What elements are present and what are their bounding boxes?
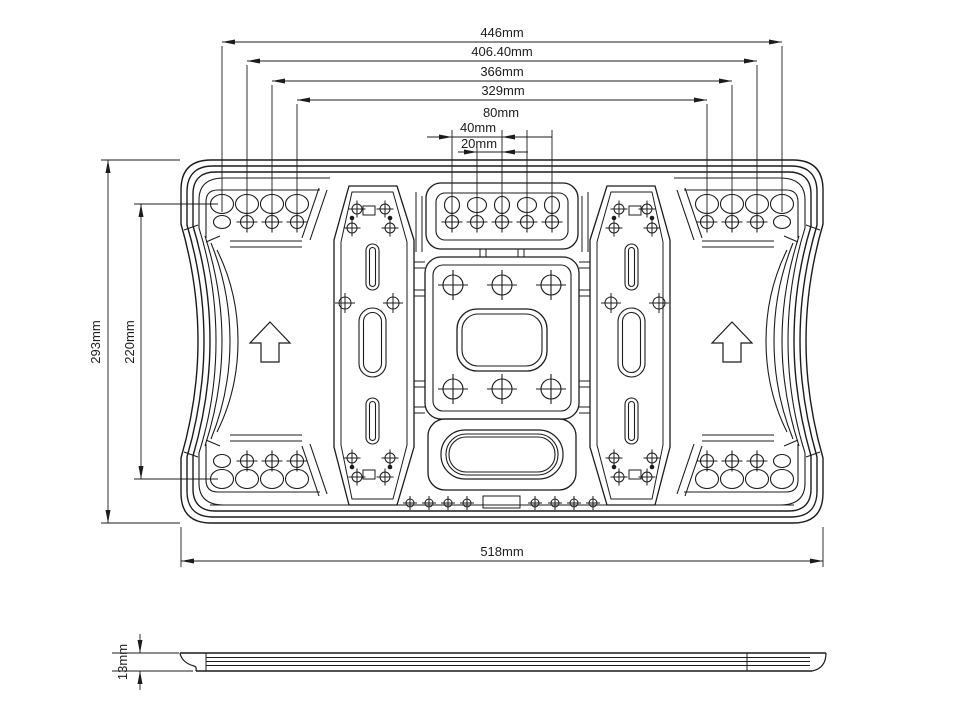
dim-top-406 xyxy=(247,58,757,64)
plate-connectors xyxy=(414,261,590,414)
right-strut-slots xyxy=(617,243,646,445)
up-arrow-symbol-left xyxy=(248,321,292,363)
bracket-front-view xyxy=(180,159,824,524)
right-strut-bottom-cluster xyxy=(605,449,661,486)
dim-label-366: 366mm xyxy=(480,64,523,79)
handle-opening xyxy=(440,429,564,480)
dim-label-220: 220mm xyxy=(122,320,137,363)
dimension-annotations: 446mm 406.40mm 366mm 329mm 80mm 40mm 20m… xyxy=(88,25,824,690)
dim-label-329: 329mm xyxy=(481,83,524,98)
dim-label-446: 446mm xyxy=(480,25,523,40)
dim-top-40 xyxy=(427,134,552,140)
wing-flange-curves xyxy=(183,177,821,506)
dim-side-13 xyxy=(137,634,143,690)
left-strut-top-cluster xyxy=(343,200,399,237)
dim-left-220 xyxy=(138,204,144,479)
dim-bottom-518 xyxy=(181,558,823,564)
dim-left-293 xyxy=(105,160,111,523)
left-strut xyxy=(333,185,415,506)
dim-label-518: 518mm xyxy=(480,544,523,559)
dim-top-366 xyxy=(272,78,732,84)
extension-lines xyxy=(101,46,824,672)
bracket-side-view xyxy=(179,652,827,672)
bottom-rim-hole-row xyxy=(402,495,601,511)
dim-top-329 xyxy=(297,97,707,103)
right-strut xyxy=(589,185,671,506)
dim-label-406: 406.40mm xyxy=(471,44,532,59)
panel-web-lines xyxy=(415,192,589,257)
left-strut-bottom-cluster xyxy=(343,449,399,486)
dim-label-293: 293mm xyxy=(88,320,103,363)
center-opening xyxy=(456,308,548,372)
dim-label-40: 40mm xyxy=(460,120,496,135)
left-strut-slots xyxy=(358,243,387,445)
label-plate xyxy=(482,495,521,509)
right-wing-mounting-holes xyxy=(694,193,795,490)
dimension-labels: 446mm 406.40mm 366mm 329mm 80mm 40mm 20m… xyxy=(88,25,533,680)
dim-top-446 xyxy=(222,39,782,45)
dim-label-13: 13mm xyxy=(115,644,130,680)
right-strut-top-cluster xyxy=(605,200,661,237)
center-vesa-plate xyxy=(414,256,590,420)
left-wing-mounting-holes xyxy=(209,193,310,490)
up-arrow-symbol-right xyxy=(710,321,754,363)
dim-top-20 xyxy=(458,149,528,155)
bottom-center-panel xyxy=(427,418,577,491)
dim-label-80: 80mm xyxy=(483,105,519,120)
dim-label-20: 20mm xyxy=(461,136,497,151)
